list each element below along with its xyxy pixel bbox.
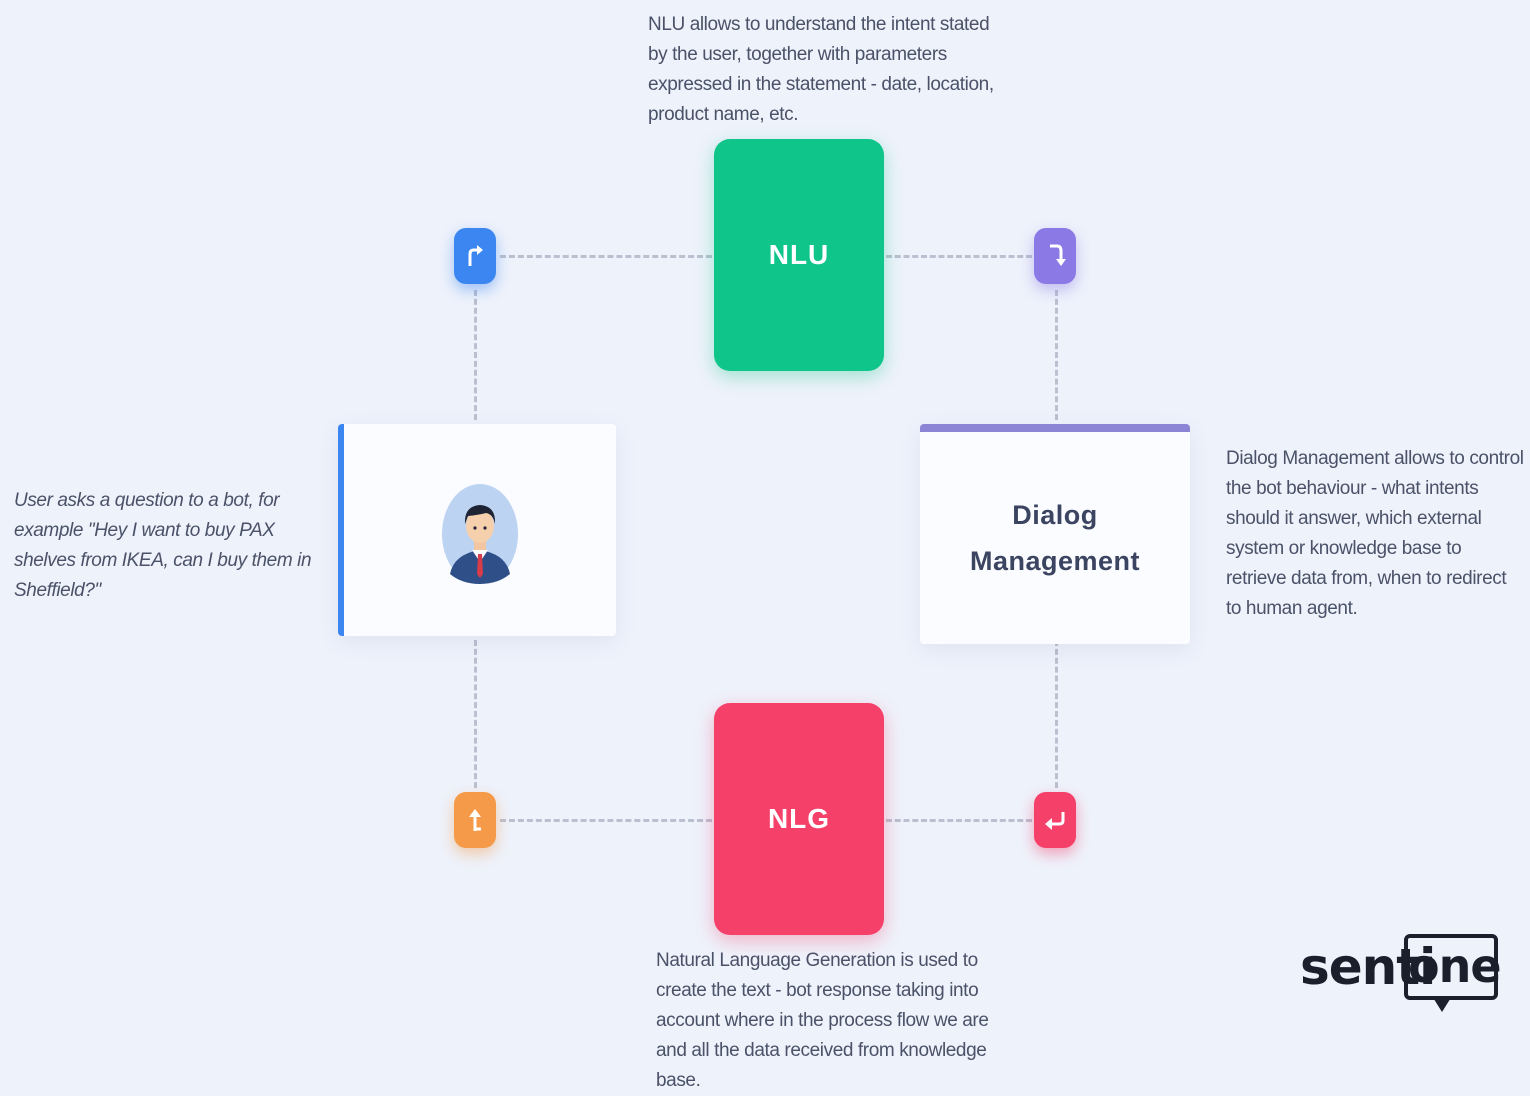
connector-nlg-to-pink xyxy=(886,819,1032,822)
down-arrow-icon xyxy=(1034,228,1076,284)
logo-text-senti: senti xyxy=(1300,938,1436,996)
connector-orange-to-nlg xyxy=(500,819,712,822)
up-arrow-icon xyxy=(454,792,496,848)
logo-speech-tail xyxy=(1432,996,1452,1012)
dialog-title-line1: Dialog xyxy=(1012,500,1098,530)
turn-right-arrow-icon xyxy=(454,228,496,284)
connector-blue-to-user xyxy=(474,290,477,420)
user-description: User asks a question to a bot, for examp… xyxy=(14,490,312,601)
connector-blue-to-nlu xyxy=(500,255,712,258)
dialog-title-line2: Management xyxy=(969,546,1141,576)
connector-dialog-to-pink xyxy=(1055,640,1058,788)
nlg-description: Natural Language Generation is used to c… xyxy=(656,950,989,1091)
connector-purple-to-dialog xyxy=(1055,290,1058,420)
logo-text-one: one xyxy=(1404,934,1502,1000)
return-arrow-icon xyxy=(1034,792,1076,848)
nlu-label: NLU xyxy=(768,239,830,270)
user-card xyxy=(338,424,616,636)
dialog-description: Dialog Management allows to control the … xyxy=(1226,448,1524,619)
nlu-description: NLU allows to understand the intent stat… xyxy=(648,14,994,125)
user-avatar-icon xyxy=(442,484,518,584)
nlg-label: NLG xyxy=(767,803,831,834)
dialog-management-card: Dialog Management xyxy=(920,424,1190,644)
nlu-box: NLU xyxy=(714,139,884,371)
nlg-box: NLG xyxy=(714,703,884,935)
connector-nlu-to-purple xyxy=(886,255,1032,258)
dialog-management-title: Dialog Management xyxy=(920,492,1190,584)
connector-user-to-orange xyxy=(474,640,477,788)
